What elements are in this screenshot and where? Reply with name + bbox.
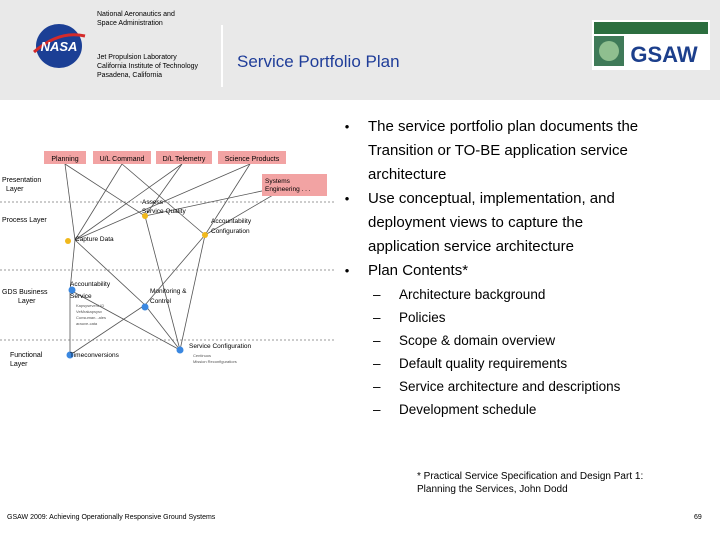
service-config-note: Centinuos	[193, 353, 211, 358]
bullet-dot: •	[344, 263, 350, 278]
systems-engineering-box	[262, 174, 327, 196]
gds-business-layer-label: Layer	[18, 298, 36, 305]
capture-data-label: Capture Data	[75, 236, 114, 243]
accountability-note: VeMrakapsysv	[76, 309, 102, 314]
bullet-list: • The service portfolio plan documents t…	[340, 115, 710, 421]
bullet-item: • The service portfolio plan documents t…	[340, 115, 710, 187]
bullet-dot: •	[344, 191, 350, 206]
dash-marker: –	[373, 310, 381, 325]
ul-command-label: U/L Command	[100, 156, 145, 163]
accountability-note: Cunsuman...ales	[76, 315, 106, 320]
science-products-label: Science Products	[225, 156, 280, 163]
plan-content-item: – Policies	[340, 306, 710, 329]
service-config-note: Mission Reconfiguratiors	[193, 359, 237, 364]
accountability-service-label: Accountability	[70, 281, 111, 288]
ul-command-box	[93, 151, 151, 164]
dl-telemetry-box	[156, 151, 212, 164]
footer-text: GSAW 2009: Achieving Operationally Respo…	[7, 514, 216, 521]
agency-name: National Aeronautics and Space Administr…	[97, 10, 175, 28]
dash-marker: –	[373, 402, 381, 417]
plan-content-text: Architecture background	[399, 287, 546, 302]
monitoring-node	[141, 303, 149, 311]
bullet-line: Use conceptual, implementation, and	[368, 190, 615, 207]
plan-content-item: – Development schedule	[340, 398, 710, 421]
timeconversions-label: Timeconversions	[70, 352, 120, 359]
systems-engineering-label: Systems	[265, 178, 291, 185]
nasa-logo-text: NASA	[41, 39, 78, 54]
gsaw-logo: GSAW	[592, 20, 710, 70]
bullet-dot: •	[344, 119, 350, 134]
bullet-line: Plan Contents*	[368, 262, 469, 279]
slide-header: NASA National Aeronautics and Space Admi…	[0, 0, 720, 100]
dash-marker: –	[373, 356, 381, 371]
plan-content-text: Default quality requirements	[399, 356, 568, 371]
accountability-note: Kapsysevent-ID	[76, 303, 104, 308]
timeconversions-node	[66, 351, 74, 359]
bullet-line: Transition or TO-BE application service	[368, 142, 628, 159]
accountability-service-node	[68, 286, 76, 294]
accountability-note: arauve-cata	[76, 321, 98, 326]
presentation-layer-label: Layer	[6, 186, 24, 193]
planning-label: Planning	[51, 156, 78, 163]
footnote-line: * Practical Service Specification and De…	[417, 471, 644, 482]
plan-content-item: – Service architecture and descriptions	[340, 375, 710, 398]
assess-label: Service Quality	[142, 208, 186, 215]
dash-marker: –	[373, 333, 381, 348]
nasa-logo: NASA	[33, 24, 86, 68]
assess-label: Assess	[142, 199, 164, 206]
agency-line: National Aeronautics and	[97, 11, 175, 18]
accountability-config-label: Configuration	[211, 228, 250, 235]
monitoring-label: Monitoring &	[150, 288, 187, 295]
page-number: 69	[694, 514, 702, 521]
slide-title: Service Portfolio Plan	[237, 52, 400, 71]
connection-lines	[64, 163, 291, 356]
plan-content-text: Scope & domain overview	[399, 333, 556, 348]
gsaw-logo-text: GSAW	[630, 42, 697, 67]
gds-business-layer-label: GDS Business	[2, 289, 48, 296]
science-products-box	[218, 151, 286, 164]
plan-content-text: Service architecture and descriptions	[399, 379, 621, 394]
plan-content-item: – Default quality requirements	[340, 352, 710, 375]
jpl-name: Jet Propulsion Laboratory California Ins…	[97, 53, 198, 80]
dl-telemetry-label: D/L Telemetry	[163, 156, 206, 163]
systems-engineering-label: Engineering . . .	[265, 186, 311, 193]
bullet-line: architecture	[368, 166, 447, 183]
service-config-label: Service Configuration	[189, 343, 252, 350]
dash-marker: –	[373, 287, 381, 302]
agency-line: Space Administration	[97, 20, 163, 27]
accountability-config-label: Accountability	[211, 218, 252, 225]
assess-node	[142, 213, 148, 219]
plan-content-item: – Architecture background	[340, 283, 710, 306]
bullet-line: The service portfolio plan documents the	[368, 118, 639, 135]
jpl-line: Pasadena, California	[97, 72, 162, 79]
plan-content-text: Development schedule	[399, 402, 537, 417]
plan-content-item: – Scope & domain overview	[340, 329, 710, 352]
footnote-line: Planning the Services, John Dodd	[417, 484, 568, 495]
functional-layer-label: Layer	[10, 361, 28, 368]
process-layer-label: Process Layer	[2, 217, 47, 224]
accountability-config-node	[202, 232, 208, 238]
planning-box	[44, 151, 86, 164]
service-architecture-diagram: Planning U/L Command D/L Telemetry Scien…	[0, 151, 335, 368]
plan-content-text: Policies	[399, 310, 446, 325]
jpl-line: Jet Propulsion Laboratory	[97, 54, 177, 61]
header-divider	[221, 25, 223, 87]
capture-data-node	[65, 238, 71, 244]
bullet-line: deployment views to capture the	[368, 214, 584, 231]
bullet-line: application service architecture	[368, 238, 574, 255]
accountability-service-label: Service	[70, 293, 92, 300]
bullet-item: • Plan Contents*	[340, 259, 710, 283]
monitoring-label: Control	[150, 298, 172, 305]
bullet-item: • Use conceptual, implementation, and de…	[340, 187, 710, 259]
functional-layer-label: Functional	[10, 352, 43, 359]
dash-marker: –	[373, 379, 381, 394]
jpl-line: California Institute of Technology	[97, 63, 199, 70]
footnote: * Practical Service Specification and De…	[417, 470, 707, 496]
service-config-node	[176, 346, 184, 354]
presentation-layer-label: Presentation	[2, 177, 41, 184]
